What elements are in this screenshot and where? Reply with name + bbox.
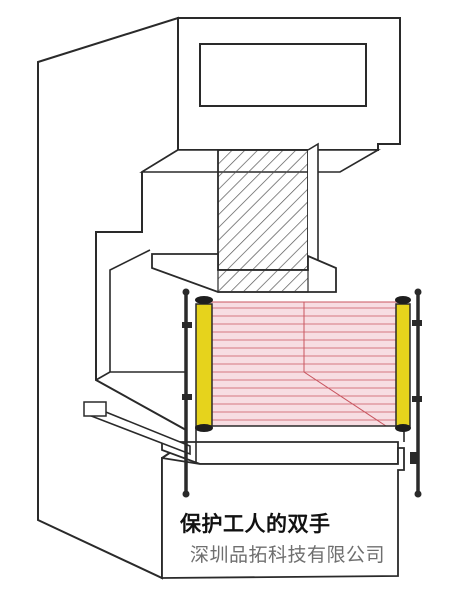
rod-cap — [182, 490, 190, 498]
rod-clamp — [412, 396, 422, 402]
ram-side — [307, 142, 319, 271]
beam-zone-edges — [200, 301, 404, 427]
rod-cap — [414, 490, 422, 498]
rod-clamp — [412, 320, 422, 326]
caption-protect-hands: 保护工人的双手 — [180, 512, 331, 536]
press-bed — [161, 441, 399, 465]
emitter-cap-bottom — [195, 424, 213, 432]
die-plate-hatch — [217, 269, 309, 293]
press-throat — [95, 172, 186, 381]
control-panel — [199, 43, 367, 107]
light-curtain-emitter — [195, 303, 213, 427]
ram-column — [217, 149, 309, 271]
emitter-cap-top — [195, 296, 213, 304]
receiver-cap-top — [395, 296, 411, 304]
rod-cap — [414, 288, 422, 296]
rod-clamp — [410, 452, 418, 464]
press-base — [161, 447, 405, 579]
rod-clamp — [182, 322, 192, 328]
rod-cap — [182, 288, 190, 296]
receiver-cap-bottom — [395, 424, 411, 432]
company-watermark: 深圳品拓科技有限公司 — [190, 544, 386, 566]
bracket-clamp — [83, 401, 107, 417]
rod-clamp — [182, 394, 192, 400]
light-curtain-receiver — [395, 303, 411, 427]
